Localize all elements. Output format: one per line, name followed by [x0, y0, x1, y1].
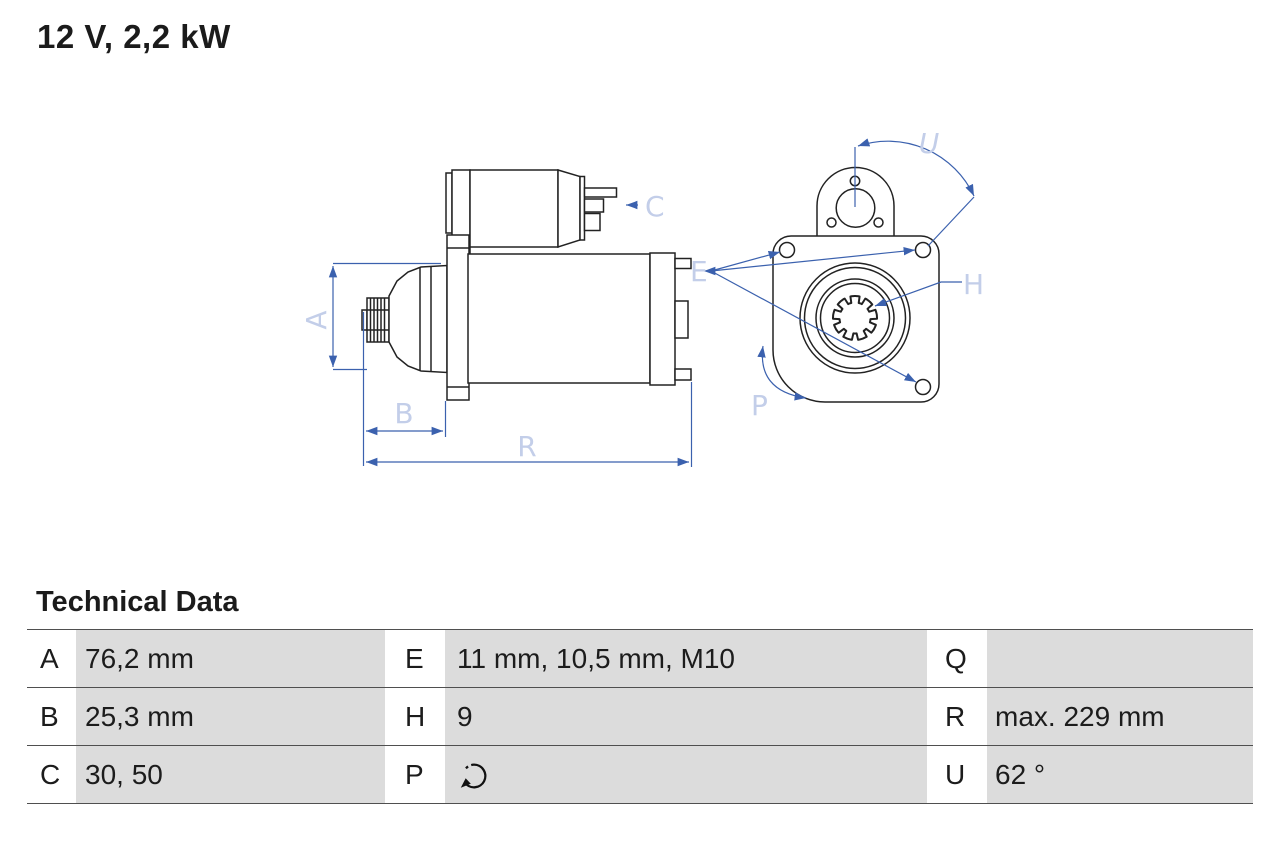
param-key-q: Q [927, 629, 987, 688]
param-key-h: H [385, 687, 445, 746]
dimension-labels: A B R C E H P U [300, 127, 984, 463]
spline-gear-path [832, 295, 878, 341]
side-view [361, 168, 692, 401]
dimension-annotations [328, 138, 975, 467]
dim-p-arc [757, 345, 807, 401]
param-key-c: C [27, 745, 76, 804]
rotation-direction-icon [457, 758, 491, 794]
dim-u-leg [927, 196, 975, 247]
dim-e-leader-1 [710, 250, 781, 272]
param-value-h: 9 [445, 687, 927, 746]
drive-end-housing [388, 264, 448, 374]
dim-label-u: U [919, 127, 940, 160]
page-title: 12 V, 2,2 kW [37, 18, 231, 55]
solenoid-terminal-stud [583, 187, 618, 198]
param-value-e: 11 mm, 10,5 mm, M10 [445, 629, 927, 688]
param-value-c: 30, 50 [76, 745, 385, 804]
param-value-u: 62 ° [987, 745, 1253, 804]
dim-label-a: A [300, 310, 333, 329]
param-key-p: P [385, 745, 445, 804]
dim-e-leader-2 [710, 246, 916, 272]
param-key-r: R [927, 687, 987, 746]
param-key-u: U [927, 745, 987, 804]
dim-label-r: R [517, 430, 536, 463]
dim-h-leader [874, 281, 962, 307]
starter-motor-technical-drawing: A B R C E H P U [300, 127, 984, 467]
param-value-a: 76,2 mm [76, 629, 385, 688]
param-key-e: E [385, 629, 445, 688]
flange-bolt-holes [778, 241, 932, 396]
dim-label-p: P [751, 389, 768, 422]
dim-label-b: B [394, 397, 413, 430]
param-key-b: B [27, 687, 76, 746]
param-key-a: A [27, 629, 76, 688]
section-title: Technical Data [36, 586, 239, 618]
param-value-q [987, 629, 1253, 688]
terminal-stud-bottom [674, 368, 692, 381]
motor-body [467, 252, 692, 386]
solenoid [445, 168, 618, 255]
dim-label-e: E [690, 255, 708, 288]
table-row: C 30, 50 P U 62 ° [27, 745, 1253, 804]
pinion-gear [361, 297, 390, 343]
ear-holes [826, 175, 884, 229]
param-value-b: 25,3 mm [76, 687, 385, 746]
mounting-bracket [446, 234, 470, 401]
dim-label-c: C [645, 190, 665, 223]
dim-u-arc [857, 138, 975, 197]
dim-label-h: H [963, 268, 984, 301]
table-row: B 25,3 mm H 9 R max. 229 mm [27, 687, 1253, 746]
param-value-p [445, 745, 927, 804]
front-view [772, 166, 940, 403]
dim-e-leader-3 [710, 270, 917, 383]
table-row: A 76,2 mm E 11 mm, 10,5 mm, M10 Q [27, 629, 1253, 688]
terminal-stud-top [674, 257, 692, 270]
technical-data-table: A 76,2 mm E 11 mm, 10,5 mm, M10 Q B 25,3… [27, 629, 1253, 804]
param-value-r: max. 229 mm [987, 687, 1253, 746]
